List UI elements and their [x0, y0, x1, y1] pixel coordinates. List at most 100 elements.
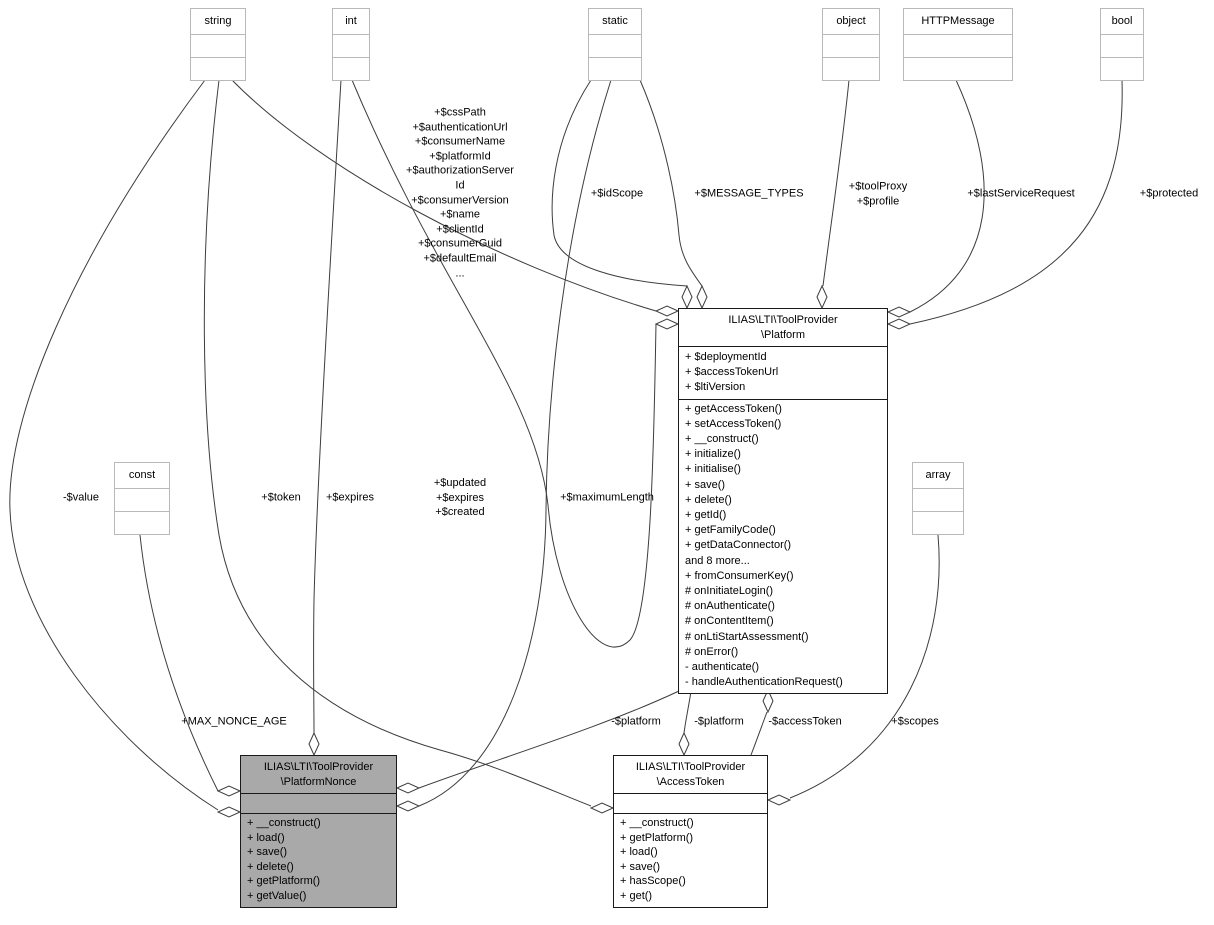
attribute-item: + $accessTokenUrl: [685, 366, 779, 379]
edge-static-platformnonce: [418, 79, 612, 807]
method-item: + save(): [685, 478, 726, 491]
edge-static-platform-idscope: [551, 79, 688, 287]
aggregation-diamond: [395, 800, 421, 812]
edge-label-message-types: +$MESSAGE_TYPES: [694, 187, 804, 200]
edge-accesstoken-platform: [750, 711, 768, 756]
empty-compartment: [115, 512, 169, 534]
empty-compartment: [191, 58, 245, 80]
method-item: + getPlatform(): [620, 831, 694, 844]
empty-compartment: [823, 58, 879, 80]
aggregation-diamond: [216, 806, 242, 818]
type-box-int: int: [332, 8, 370, 81]
method-item: + load(): [247, 831, 285, 844]
accesstoken-methods: + __construct() + getPlatform() + load()…: [614, 814, 767, 907]
edge-label-accesstoken: -$accessToken: [768, 715, 842, 728]
edge-label-expires: +$expires: [325, 491, 375, 504]
empty-compartment: [823, 35, 879, 58]
type-box-object: object: [822, 8, 880, 81]
aggregation-diamond: [395, 782, 421, 794]
edge-platform-platformnonce: [418, 690, 680, 789]
aggregation-diamond: [678, 731, 690, 757]
aggregation-diamond: [886, 318, 912, 330]
empty-attributes-compartment: [241, 794, 396, 814]
aggregation-diamond: [654, 305, 680, 317]
method-item: + __construct(): [247, 817, 321, 829]
edge-int-platform: [351, 79, 657, 648]
method-item: + delete(): [685, 493, 732, 506]
edge-label-platform-string-members: +$cssPath +$authenticationUrl +$consumer…: [406, 106, 514, 279]
method-item: + hasScope(): [620, 875, 686, 888]
edge-label-idscope: +$idScope: [590, 187, 644, 200]
edge-label-max-nonce-age: +MAX_NONCE_AGE: [181, 715, 287, 728]
method-item: + get(): [620, 889, 653, 902]
method-item: + __construct(): [620, 817, 694, 829]
type-box-string-label: string: [191, 9, 245, 35]
method-item-more: and 8 more...: [685, 554, 750, 567]
empty-compartment: [589, 58, 641, 80]
edge-bool-platform: [909, 79, 1123, 325]
edge-label-lastservicerequest: +$lastServiceRequest: [967, 187, 1075, 200]
method-item: + getAccessToken(): [685, 402, 782, 415]
method-item: - authenticate(): [685, 661, 759, 674]
edge-label-toolproxy-profile: +$toolProxy +$profile: [848, 180, 908, 207]
type-box-static-label: static: [589, 9, 641, 35]
method-item: # onContentItem(): [685, 615, 774, 628]
edge-label-value: -$value: [62, 491, 100, 504]
empty-compartment: [115, 489, 169, 512]
edge-string-platformnonce: [9, 79, 219, 811]
class-box-platformnonce[interactable]: ILIAS\LTI\ToolProvider \PlatformNonce + …: [240, 755, 397, 908]
method-item: + initialise(): [685, 463, 741, 476]
method-item: + getFamilyCode(): [685, 524, 776, 537]
method-item: + fromConsumerKey(): [685, 569, 794, 582]
empty-compartment: [191, 35, 245, 58]
aggregation-diamond: [654, 318, 680, 330]
method-item: + save(): [247, 846, 288, 859]
empty-compartment: [913, 489, 963, 512]
class-box-platform[interactable]: ILIAS\LTI\ToolProvider \Platform + $depl…: [678, 308, 888, 695]
edge-object-platform: [822, 79, 850, 287]
type-box-bool-label: bool: [1101, 9, 1143, 35]
empty-compartment: [1101, 35, 1143, 58]
attribute-item: + $ltiVersion: [685, 381, 746, 394]
platform-attributes: + $deploymentId + $accessTokenUrl + $lti…: [679, 347, 887, 400]
method-item: + setAccessToken(): [685, 417, 782, 430]
class-box-accesstoken[interactable]: ILIAS\LTI\ToolProvider \AccessToken + __…: [613, 755, 768, 908]
edge-label-maximumlength: +$maximumLength: [560, 491, 654, 504]
method-item: + getPlatform(): [247, 875, 321, 888]
method-item: + save(): [620, 860, 661, 873]
edge-label-platform-of-nonce: -$platform: [611, 715, 661, 728]
type-box-array-label: array: [913, 463, 963, 489]
edge-label-updated-expires-created: +$updated +$expires +$created: [433, 477, 487, 519]
type-box-array: array: [912, 462, 964, 535]
edge-string-platform: [231, 79, 657, 312]
class-title-platform[interactable]: ILIAS\LTI\ToolProvider \Platform: [679, 309, 887, 347]
method-item: + initialize(): [685, 448, 741, 461]
method-item: + load(): [620, 846, 658, 859]
attribute-item: + $deploymentId: [685, 351, 767, 363]
aggregation-diamond: [696, 284, 708, 310]
method-item: # onLtiStartAssessment(): [685, 630, 809, 643]
aggregation-diamond: [681, 284, 693, 310]
aggregation-diamond: [762, 688, 774, 714]
platform-methods: + getAccessToken() + setAccessToken() + …: [679, 400, 887, 694]
method-item: # onError(): [685, 645, 739, 658]
type-box-static: static: [588, 8, 642, 81]
class-title-platformnonce[interactable]: ILIAS\LTI\ToolProvider \PlatformNonce: [241, 756, 396, 794]
method-item: # onInitiateLogin(): [685, 585, 774, 598]
empty-compartment: [904, 58, 1012, 80]
empty-compartment: [913, 512, 963, 534]
type-box-object-label: object: [823, 9, 879, 35]
empty-compartment: [1101, 58, 1143, 80]
type-box-string: string: [190, 8, 246, 81]
edge-int-platformnonce: [313, 79, 342, 734]
aggregation-diamond: [886, 306, 912, 318]
edge-label-token: +$token: [261, 491, 301, 504]
type-box-int-label: int: [333, 9, 369, 35]
type-box-httpmessage-label: HTTPMessage: [904, 9, 1012, 35]
method-item: + getDataConnector(): [685, 539, 792, 552]
class-title-accesstoken[interactable]: ILIAS\LTI\ToolProvider \AccessToken: [614, 756, 767, 794]
edge-static-platform-messagetypes: [639, 79, 703, 287]
aggregation-diamond: [816, 284, 828, 310]
type-box-const: const: [114, 462, 170, 535]
